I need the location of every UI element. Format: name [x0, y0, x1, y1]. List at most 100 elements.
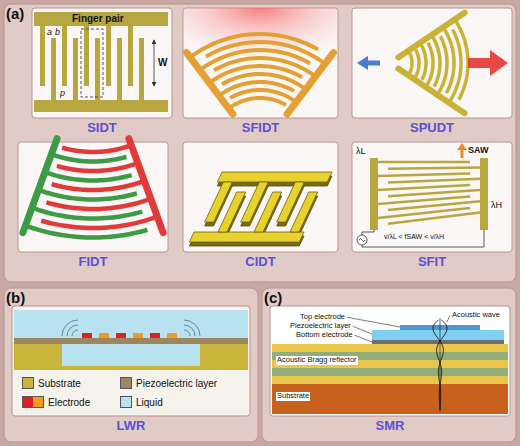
electrode-finger [388, 212, 480, 223]
legend-text: Piezoelectric layer [136, 378, 217, 389]
forward-arrow [468, 50, 508, 76]
figure-tile: SPUDT [352, 8, 512, 136]
electrode-finger [40, 26, 45, 86]
annotation-label: Acoustic Bragg reflector [276, 356, 358, 365]
figure-tile: FIDT [18, 142, 168, 270]
tile-frame [270, 306, 510, 416]
electrode-finger [230, 90, 296, 102]
electrode-segment [254, 192, 282, 232]
wire [362, 230, 484, 247]
electrode-finger [84, 26, 89, 86]
electrode-segment [218, 192, 246, 232]
electrode-finger [222, 74, 306, 89]
electrode-finger [420, 43, 426, 80]
electrode-finger [57, 163, 138, 171]
electrode-finger [388, 190, 480, 196]
electrode-finger [62, 145, 131, 152]
finger-pair-outline [81, 29, 103, 97]
electrode-finger [52, 181, 145, 190]
tile-frame [183, 8, 338, 118]
electrode-finger [455, 19, 468, 99]
tile-frame [12, 306, 250, 416]
leader-line [355, 335, 372, 342]
electrode-segment [217, 172, 332, 182]
electrode-segment [290, 192, 318, 232]
electrode-finger [378, 161, 470, 164]
legend-item: Piezoelectric layer [120, 377, 217, 389]
bus-bar [370, 158, 378, 230]
electrode-finger [106, 26, 111, 86]
figure-tile: SIDT [32, 8, 172, 136]
leader-line [447, 315, 450, 322]
bragg-layer [272, 368, 508, 376]
figure-tile: SFIDT [183, 8, 338, 136]
figure-caption: FIDT [18, 254, 168, 269]
legend-text: Liquid [136, 397, 163, 408]
annotation-label: Acoustic wave [452, 311, 500, 320]
wave-arc [72, 330, 78, 336]
electrode-segment [189, 232, 304, 242]
dimension-line [154, 40, 155, 86]
wave-axis [440, 318, 441, 412]
annotation-label: Finger pair [72, 12, 124, 26]
electrode-finger [414, 49, 419, 79]
annotation-label: λH [491, 200, 502, 210]
annotation-label: v/λL < fSAW < v/λH [384, 233, 444, 241]
figure-tile: LWR [12, 306, 250, 440]
panel-ground [4, 4, 516, 282]
figure-caption: LWR [12, 418, 250, 433]
electrode-finger [62, 26, 67, 86]
lwr-cross-section [14, 310, 248, 370]
figure-caption: SMR [270, 418, 510, 433]
electrode-finger [139, 38, 144, 100]
sfidt-electrodes [187, 34, 334, 114]
figure-caption: SPUDT [352, 120, 512, 135]
electrode-finger [51, 38, 56, 100]
smr-stack [272, 318, 508, 414]
electrode-finger [95, 38, 100, 100]
bragg-layer [272, 376, 508, 384]
fidt-electrodes [23, 139, 163, 238]
legend-item: Substrate [22, 377, 81, 389]
panel-label: (c) [264, 289, 282, 306]
legend-swatch [120, 396, 132, 408]
electrode-finger [46, 199, 150, 209]
electrode [82, 333, 92, 338]
electrode-finger [426, 43, 433, 87]
electrode-finger [117, 38, 122, 100]
tile-frame [352, 142, 512, 252]
legend-swatch [22, 377, 34, 389]
wire [362, 230, 374, 235]
leader-line [353, 326, 372, 334]
electrode-finger [443, 27, 454, 93]
electrode-finger [229, 98, 286, 108]
figure-tile: SFIT [352, 142, 512, 270]
bus-bar [34, 100, 168, 112]
source-wave [359, 239, 365, 242]
panel-ground [4, 288, 258, 442]
electrode-finger [388, 168, 480, 169]
substrate [272, 384, 508, 414]
electrode-finger [214, 58, 315, 77]
electrode-finger [41, 217, 157, 228]
legend-text: Electrode [48, 397, 90, 408]
liquid-cavity [62, 344, 200, 366]
annotation-label: Bottom electrode [296, 331, 353, 340]
figure-caption: SIDT [32, 120, 172, 135]
bottom-electrode [372, 340, 504, 344]
tile-frame [352, 8, 512, 118]
electrode-finger [431, 35, 440, 86]
annotation-label: W [158, 57, 167, 68]
legend-swatch [120, 377, 132, 389]
electrode-finger [190, 34, 318, 57]
tile-frame [18, 142, 168, 252]
electrode-finger [73, 38, 78, 100]
saw-arrow-head [457, 143, 467, 150]
electrode-finger [38, 190, 137, 200]
panel: LWR(b) [4, 288, 258, 442]
figure-caption: SFIDT [183, 120, 338, 135]
tile-frame [183, 142, 338, 252]
substrate [14, 340, 248, 370]
annotation-label: Substrate [276, 392, 310, 401]
